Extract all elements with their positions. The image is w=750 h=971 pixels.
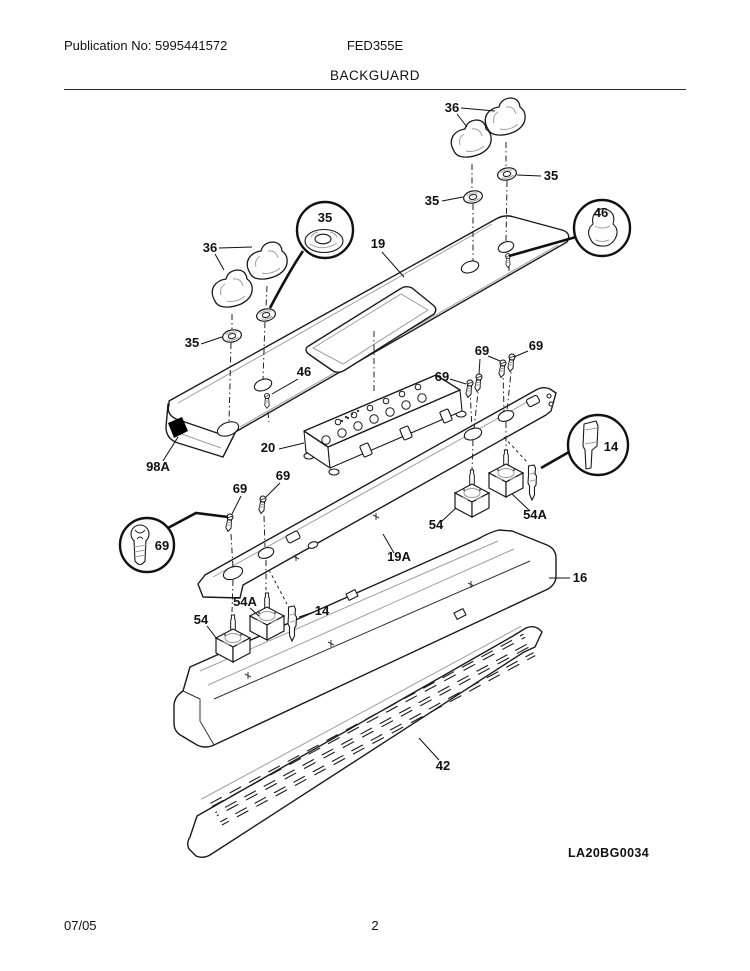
knob-icon xyxy=(450,119,492,158)
bracket-19a-drawing xyxy=(197,387,557,599)
callout-46: 46 xyxy=(297,364,311,379)
callout-69-a: 69 xyxy=(435,369,449,384)
callout-98a: 98A xyxy=(146,459,170,474)
igniter-switch-icon xyxy=(527,464,538,501)
footer-date: 07/05 xyxy=(64,918,97,933)
callout-36-left: 36 xyxy=(203,240,217,255)
control-panel-19-drawing xyxy=(165,215,570,458)
exploded-parts-diagram: 36 35 35 19 36 35 35 46 46 20 69 69 69 9… xyxy=(118,97,632,858)
end-cap-98a xyxy=(168,417,188,438)
detail-circle-14 xyxy=(566,413,630,477)
callout-54-right: 54 xyxy=(429,517,444,532)
screw-icon xyxy=(506,353,516,373)
knob-icon xyxy=(484,97,526,136)
callout-69-detail: 69 xyxy=(155,538,169,553)
callout-54a-left: 54A xyxy=(233,594,257,609)
screw-icon xyxy=(464,379,474,399)
switch-icon xyxy=(215,614,251,663)
washer-icon xyxy=(220,327,244,345)
callout-42: 42 xyxy=(436,758,450,773)
header-rule xyxy=(64,89,686,90)
callout-35-top-left: 35 xyxy=(425,193,439,208)
screw-icon xyxy=(263,392,271,409)
switch-icon xyxy=(488,449,524,498)
footer-page-number: 2 xyxy=(371,918,379,933)
callout-69-e: 69 xyxy=(276,468,290,483)
drawing-code: LA20BG0034 xyxy=(568,846,650,860)
washer-icon xyxy=(254,306,278,324)
callout-leader-lines xyxy=(162,107,577,761)
screw-icon xyxy=(257,495,267,515)
callout-36-top: 36 xyxy=(445,100,459,115)
knob-icon xyxy=(246,241,288,280)
alignment-lines xyxy=(228,142,528,613)
switch-icon xyxy=(454,469,490,518)
callout-54-left: 54 xyxy=(194,612,209,627)
callout-16: 16 xyxy=(573,570,587,585)
washer-icon xyxy=(495,165,519,183)
washer-icon xyxy=(461,188,485,206)
callout-35-left: 35 xyxy=(185,335,199,350)
callout-69-c: 69 xyxy=(529,338,543,353)
model-number: FED355E xyxy=(346,38,404,53)
callout-19a: 19A xyxy=(387,549,411,564)
callout-20: 20 xyxy=(261,440,275,455)
callout-35-detail: 35 xyxy=(318,210,332,225)
callout-14-left: 14 xyxy=(315,603,330,618)
detail-circle-46 xyxy=(572,198,632,258)
vent-panel-42-drawing xyxy=(187,625,543,858)
callout-19: 19 xyxy=(371,236,385,251)
detail-circle-35 xyxy=(295,200,355,260)
screw-icon xyxy=(473,373,483,393)
callout-35-top-right: 35 xyxy=(544,168,558,183)
callout-46-detail: 46 xyxy=(594,205,608,220)
control-board-20-drawing xyxy=(303,374,467,476)
callout-14-detail: 14 xyxy=(604,439,619,454)
publication-number: Publication No: 5995441572 xyxy=(64,38,228,53)
callout-54a-right: 54A xyxy=(523,507,547,522)
screw-icon xyxy=(497,359,507,379)
callout-69-d: 69 xyxy=(233,481,247,496)
section-title: BACKGUARD xyxy=(329,68,420,83)
knob-icon xyxy=(211,269,253,308)
detail-circle-69 xyxy=(118,516,176,574)
callout-69-b: 69 xyxy=(475,343,489,358)
